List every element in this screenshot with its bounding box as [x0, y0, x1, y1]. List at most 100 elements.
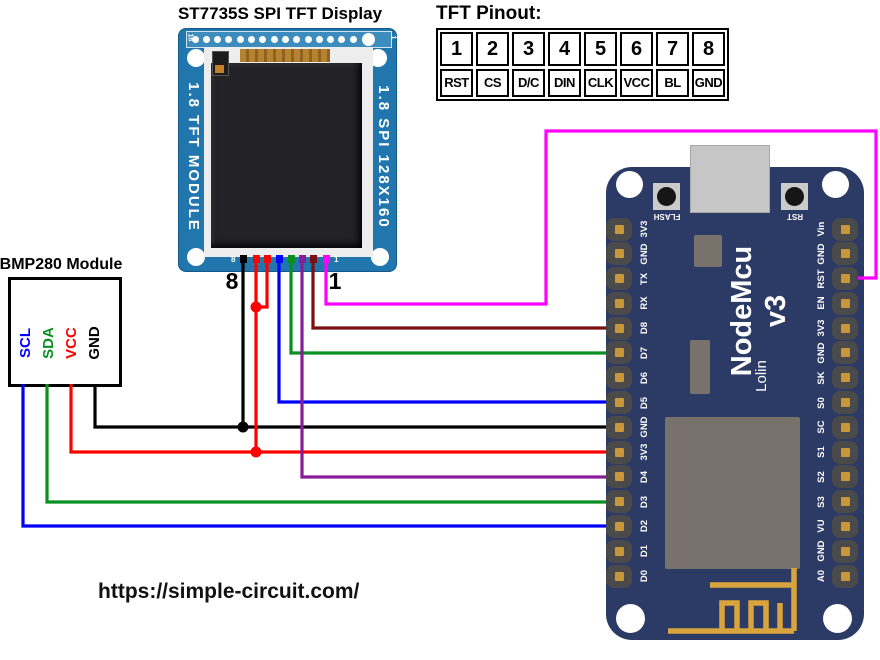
tft-header-hole [327, 35, 335, 43]
pin-socket-left-d7 [606, 341, 632, 365]
pin-pad-right-s0 [840, 398, 850, 408]
pin-pad-right-gnd [840, 249, 850, 259]
pin-pad-left-d5 [614, 398, 624, 408]
pinout-label-cell: RST [440, 69, 473, 97]
pin-label-right-a0: A0 [816, 569, 827, 583]
tft-header-strip [186, 31, 392, 48]
pin-socket-right-en [832, 291, 858, 315]
pin-socket-right-3v3 [832, 316, 858, 340]
pin-socket-right-s2 [832, 465, 858, 489]
pin-socket-left-gnd [606, 415, 632, 439]
pin-pad-left-3v3 [614, 447, 624, 457]
pin-socket-right-vu [832, 514, 858, 538]
pin-pad-left-d6 [614, 373, 624, 383]
tft-pad1-silk: 1 [334, 255, 339, 264]
tft-header-hole [202, 35, 210, 43]
tft-pad-dc [298, 255, 306, 263]
pin-pad-right-s3 [840, 497, 850, 507]
pin-socket-right-s3 [832, 490, 858, 514]
pcb-antenna-trace [668, 568, 797, 634]
pin-socket-left-d5 [606, 391, 632, 415]
pinout-number-cell: 4 [548, 32, 581, 66]
tft-header-hole-separated [365, 35, 372, 43]
pin-socket-left-3v3 [606, 440, 632, 464]
tft-pin1-label: 1 [328, 268, 342, 294]
pinout-number-cell: 3 [512, 32, 545, 66]
tft-flex-cable [240, 49, 330, 62]
usb-connector [690, 145, 770, 213]
mcu-mounting-hole [616, 604, 645, 633]
tft-header-hole [338, 35, 346, 43]
tft-header-hole [281, 35, 289, 43]
pin-socket-right-s1 [832, 440, 858, 464]
pin-socket-left-d1 [606, 539, 632, 563]
pin-socket-left-d2 [606, 514, 632, 538]
nodemcu-subname: Lolin [753, 360, 770, 392]
pcb-antenna [668, 568, 797, 634]
pin-pad-left-d8 [614, 323, 624, 333]
tft-pad-rst [322, 255, 330, 263]
mcu-mounting-hole [822, 171, 849, 198]
pinout-label-cell: DIN [548, 69, 581, 97]
tft-header-hole [270, 35, 278, 43]
pin-pad-left-d2 [614, 521, 624, 531]
bmp280-title: BMP280 Module [0, 256, 123, 273]
pin-socket-left-d4 [606, 465, 632, 489]
pin-socket-right-sk [832, 366, 858, 390]
tft-header-right-mark: 1 [389, 35, 397, 40]
mcu-regulator-chip [690, 340, 710, 394]
pin-pad-right-en [840, 298, 850, 308]
pinout-number-cell: 2 [476, 32, 509, 66]
pin-socket-left-rx [606, 291, 632, 315]
pin-socket-left-d6 [606, 366, 632, 390]
pinout-label-cell: GND [692, 69, 725, 97]
pin-pad-right-vu [840, 521, 850, 531]
pin-pad-left-d1 [614, 546, 624, 556]
pin-socket-right-gnd [832, 242, 858, 266]
pin-pad-right-s1 [840, 447, 850, 457]
rst-button-label: RST [787, 212, 803, 221]
tft-pad-clk [275, 255, 283, 263]
pin-pad-right-gnd [840, 546, 850, 556]
tft-header-hole [248, 35, 255, 43]
pin-socket-right-sc [832, 415, 858, 439]
pin-pad-left-3v3 [614, 224, 624, 234]
junction-vcc-bl [250, 301, 262, 313]
pin-pad-left-d3 [614, 497, 624, 507]
tft-header-hole [293, 35, 301, 43]
tft-pad8-silk: 8 [231, 255, 236, 264]
tft-header-hole [191, 35, 199, 43]
pinout-number-cell: 5 [584, 32, 617, 66]
tft-pad-gnd [239, 255, 247, 263]
tft-pad-cs [309, 255, 317, 263]
wire-bmp-sda-to-d3 [45, 384, 613, 504]
tft-header-hole [315, 35, 323, 43]
tft-pin8-label: 8 [225, 268, 239, 294]
mcu-small-chip [694, 235, 722, 267]
pinout-number-cell: 8 [692, 32, 725, 66]
bmp280-pin-label-vcc: VCC [63, 327, 80, 359]
pin-pad-right-gnd [840, 348, 850, 358]
tft-pad-bl [252, 255, 260, 263]
mcu-mounting-hole [616, 171, 643, 198]
tft-header-hole [225, 35, 233, 43]
pinout-label-cell: BL [656, 69, 689, 97]
wire-bmp-gnd-to-nodemcu-gnd [93, 384, 613, 429]
pin-pad-right-a0 [840, 571, 850, 581]
esp8266-shield [665, 417, 800, 569]
pinout-number-cell: 6 [620, 32, 653, 66]
source-url: https://simple-circuit.com/ [98, 580, 360, 603]
flash-button-cap [657, 187, 676, 206]
tft-right-side-label: 1.8 SPI 128X160 [375, 85, 392, 229]
pinout-label-cell: VCC [620, 69, 653, 97]
pin-socket-right-rst [832, 267, 858, 291]
pin-socket-left-3v3 [606, 217, 632, 241]
tft-mounting-hole [369, 49, 387, 67]
pin-pad-right-rst [840, 274, 850, 284]
tft-header-hole [259, 35, 267, 43]
pin-socket-right-vin [832, 217, 858, 241]
pin-socket-left-d0 [606, 564, 632, 588]
pinout-label-cell: D/C [512, 69, 545, 97]
